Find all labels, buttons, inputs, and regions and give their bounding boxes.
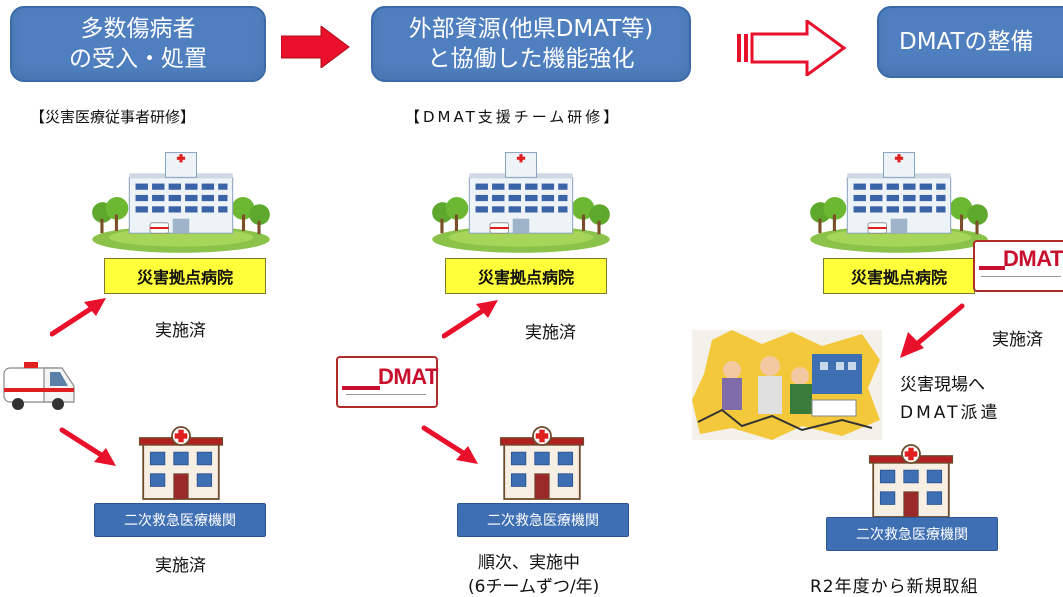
arrow-down-left-col3 — [900, 303, 965, 358]
header-box-3: DMATの整備 — [877, 6, 1063, 78]
header-box-2-line1: 外部資源(他県DMAT等) — [408, 16, 654, 42]
dispatch-line2: DMAT派遣 — [900, 403, 1001, 423]
hospital-illustration-col1 — [88, 140, 274, 254]
dmat-badge-text-col3: DMAT — [1003, 246, 1063, 271]
clinic-status-col2-line1: 順次、実施中 — [478, 553, 580, 573]
hospital-label-col2: 災害拠点病院 — [445, 258, 607, 294]
arrow-down-col1 — [59, 427, 116, 466]
dmat-badge-text-col2: DMAT — [378, 364, 438, 389]
hospital-label-col3: 災害拠点病院 — [823, 258, 975, 294]
header-box-2-line2: と協働した機能強化 — [427, 46, 635, 72]
arrow-down-col2 — [421, 425, 478, 464]
dmat-badge-col2: DMAT — [336, 356, 438, 408]
disaster-scene-illustration — [692, 330, 882, 440]
arrow-up-col2 — [442, 296, 502, 340]
clinic-label-col1: 二次救急医療機関 — [94, 503, 266, 537]
training-label-col2: 【DMAT支援チーム研修】 — [405, 108, 622, 126]
clinic-illustration-col3 — [866, 444, 956, 518]
hospital-illustration-col3 — [806, 140, 992, 254]
ambulance-icon — [3, 362, 75, 410]
solid-right-arrow-icon — [281, 26, 350, 68]
header-box-1-line1: 多数傷病者 — [80, 16, 196, 42]
hospital-status-col3: 実施済 — [992, 330, 1043, 350]
hospital-illustration-col2 — [428, 140, 614, 254]
clinic-illustration-col2 — [497, 426, 587, 500]
dispatch-line1: 災害現場へ — [900, 375, 985, 395]
hospital-label-col1: 災害拠点病院 — [104, 258, 266, 294]
dmat-badge-col3: DMAT — [973, 240, 1063, 292]
arrow-up-col1 — [50, 294, 110, 338]
clinic-status-col1: 実施済 — [155, 556, 206, 576]
clinic-label-col2: 二次救急医療機関 — [457, 503, 629, 537]
hospital-status-col2: 実施済 — [525, 323, 576, 343]
hospital-status-col1: 実施済 — [155, 321, 206, 341]
clinic-status-col3: R2年度から新規取組 — [810, 577, 979, 597]
clinic-illustration-col1 — [136, 426, 226, 500]
training-label-col1: 【災害医療従事者研修】 — [30, 108, 196, 126]
header-box-2: 外部資源(他県DMAT等) と協働した機能強化 — [371, 6, 691, 82]
header-box-1-line2: の受入・処置 — [69, 46, 207, 72]
header-box-3-line1: DMATの整備 — [899, 29, 1034, 55]
clinic-label-col3: 二次救急医療機関 — [826, 517, 998, 551]
striped-right-arrow-icon — [737, 20, 847, 76]
clinic-status-col2-line2: (6チームずつ/年) — [468, 577, 600, 597]
header-box-1: 多数傷病者 の受入・処置 — [10, 6, 266, 82]
